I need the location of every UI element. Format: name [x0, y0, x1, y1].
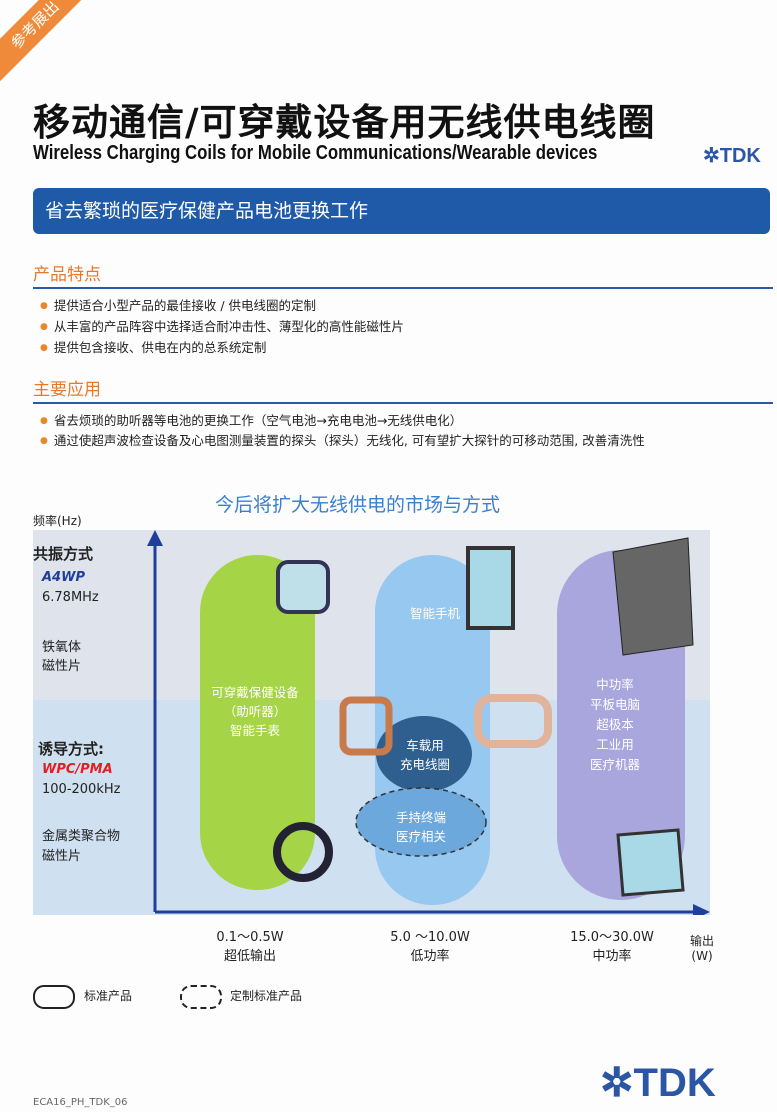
pill-line: （助听器） [223, 704, 287, 719]
coil-image [339, 696, 393, 756]
y-axis-arrow [147, 530, 163, 546]
x-axis-arrow [693, 904, 710, 915]
tick-name: 超低输出 [223, 949, 276, 964]
tick-range: 15.0～30.0W [570, 930, 654, 945]
pill-line: 医疗相关 [395, 829, 446, 844]
material-label: 铁氧体 [42, 640, 82, 655]
material-label: 磁性片 [42, 659, 82, 674]
induction-standard: WPC/PMA [42, 762, 113, 777]
feature-item: 提供适合小型产品的最佳接收 / 供电线圈的定制 [40, 295, 316, 314]
tablet-image [616, 828, 685, 897]
car-coil-text: 车载用 充电线圈 [385, 736, 465, 774]
x-axis-label: 输出(W) [690, 932, 714, 963]
blue-pill-text: 智能手机 [409, 606, 460, 621]
pill-line: 可穿戴保健设备 [211, 685, 299, 700]
legend-custom: 定制标准产品 [230, 989, 303, 1003]
feature-item: 从丰富的产品阵容中选择适合耐冲击性、薄型化的高性能磁性片 [40, 316, 404, 335]
handheld-text: 手持终端 医疗相关 [381, 808, 461, 846]
resonance-frequency: 6.78MHz [42, 590, 99, 605]
pill-line: 平板电脑 [589, 697, 640, 712]
features-heading: 产品特点 [33, 260, 773, 289]
pill-line: 手持终端 [395, 810, 446, 825]
applications-heading: 主要应用 [33, 375, 773, 404]
tick-range: 5.0 ～10.0W [390, 930, 470, 945]
feature-item: 提供包含接收、供电在内的总系统定制 [40, 337, 267, 356]
document-code: ECA16_PH_TDK_06 [33, 1097, 128, 1108]
tick-range: 0.1～0.5W [216, 930, 284, 945]
pill-line: 医疗机器 [589, 757, 640, 772]
axis-line: 输出 [690, 934, 715, 948]
legend-solid-swatch [33, 985, 75, 1009]
pill-line: 中功率 [596, 677, 634, 692]
ring-image [273, 822, 333, 882]
x-tick: 15.0～30.0W 中功率 [562, 926, 662, 964]
car-coil-ellipse [376, 716, 472, 792]
legend-dashed-swatch [180, 985, 222, 1009]
application-item: 省去烦琐的助听器等电池的更换工作（空气电池→充电电池→无线供电化） [40, 410, 462, 429]
legend-standard: 标准产品 [84, 989, 133, 1003]
material-label: 金属类聚合物 [42, 829, 121, 844]
pill-line: 车载用 [406, 738, 444, 753]
x-tick: 0.1～0.5W 超低输出 [205, 926, 295, 964]
tick-name: 低功率 [410, 949, 450, 964]
resonance-label: 共振方式 [33, 545, 94, 563]
pill-line: 智能手表 [229, 723, 280, 738]
tdk-logo-bottom: ✲TDK [600, 1061, 716, 1105]
application-item: 通过使超声波检查设备及心电图测量装置的探头（探头）无线化, 可有望扩大探针的可移… [40, 430, 645, 449]
smartphone-image [466, 546, 515, 630]
green-pill-text: 可穿戴保健设备 （助听器） 智能手表 [195, 683, 315, 740]
purple-pill-text: 中功率 平板电脑 超极本 工业用 医疗机器 [570, 675, 660, 775]
reference-exhibit-tag: 参考展出 [0, 0, 103, 93]
pill-line: 超极本 [596, 717, 634, 732]
smartwatch-image [276, 560, 330, 614]
laptop-image [612, 537, 694, 656]
induction-label: 诱导方式: [38, 740, 104, 758]
handheld-dashed-ellipse [355, 787, 487, 857]
axis-line: (W) [691, 949, 713, 963]
material-label: 磁性片 [42, 849, 82, 864]
brand-text: TDK [719, 145, 761, 167]
pill-line: 充电线圈 [399, 757, 450, 772]
resonance-standard: A4WP [42, 570, 85, 585]
coil-image [474, 694, 552, 748]
diagram-title: 今后将扩大无线供电的市场与方式 [215, 494, 501, 516]
title-chinese: 移动通信/可穿戴设备用无线供电线圈 [33, 101, 656, 144]
title-english: Wireless Charging Coils for Mobile Commu… [33, 142, 598, 164]
green-pill [200, 555, 315, 890]
banner: 省去繁琐的医疗保健产品电池更换工作 [33, 188, 770, 234]
y-axis-label: 频率(Hz) [33, 514, 82, 528]
x-tick: 5.0 ～10.0W 低功率 [385, 926, 475, 964]
brand-text: TDK [633, 1061, 716, 1105]
market-diagram [33, 530, 710, 915]
induction-frequency: 100-200kHz [42, 782, 121, 797]
pill-line: 工业用 [596, 737, 634, 752]
tdk-logo: ✲TDK [703, 145, 761, 167]
tick-name: 中功率 [592, 949, 632, 964]
